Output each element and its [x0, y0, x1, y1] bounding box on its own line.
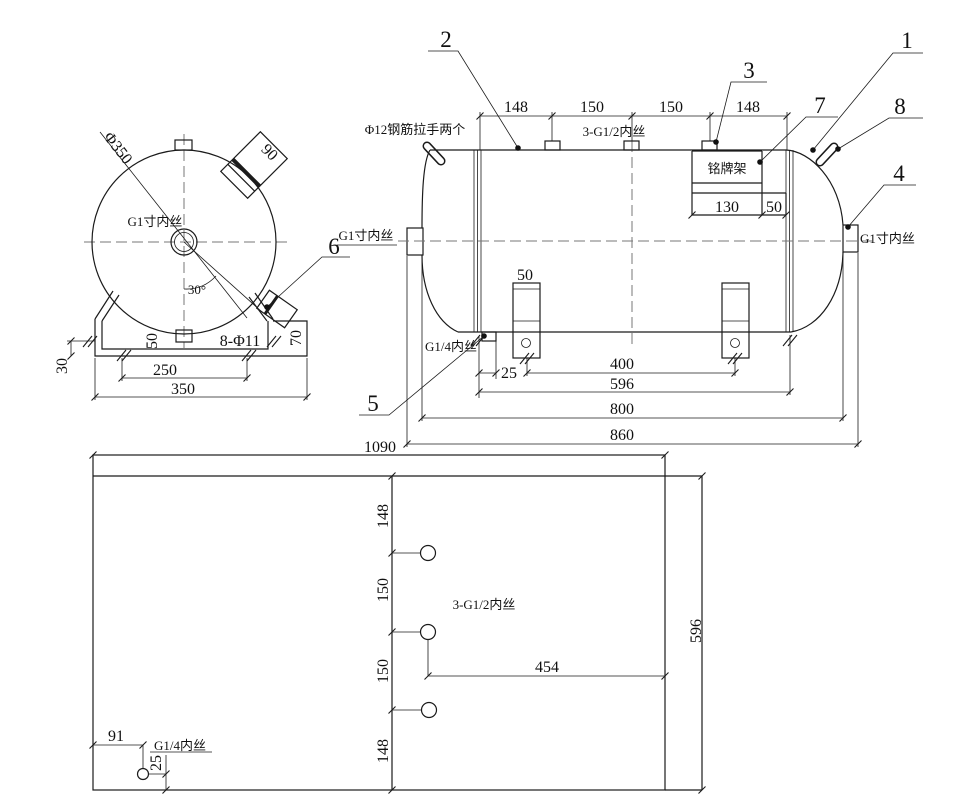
drain-label: G1/4内丝	[425, 339, 477, 354]
callout-5-number: 5	[367, 391, 379, 416]
spacing-dim-2: 150	[375, 578, 392, 602]
end-top-stub	[174, 139, 193, 151]
plan-drain-label: G1/4内丝	[154, 738, 206, 753]
right-end-port	[842, 224, 859, 253]
base-outer-dim: 350	[171, 381, 195, 398]
nameplate-holder: 铭牌架 130 50	[688, 150, 790, 219]
lifting-handles	[422, 141, 839, 167]
callout-4-number: 4	[893, 161, 905, 186]
top-dim-4: 148	[736, 99, 760, 116]
spacing-dim-3: 150	[375, 659, 392, 683]
plan-ports	[392, 544, 438, 719]
callout-7: 7	[757, 93, 838, 165]
stub-height-dim: 50	[144, 333, 161, 349]
left-port-callout-label: G1寸内丝	[337, 228, 397, 246]
nameplate-width-dim: 130	[715, 199, 739, 216]
drain-offset-dim: 25	[501, 365, 517, 382]
plan-height-dim: 596	[688, 619, 705, 643]
plan-454-dim: 454	[424, 640, 669, 680]
callout-6: 6	[264, 234, 350, 310]
diameter-dim: Φ350	[100, 129, 135, 168]
plan-spacing-dims: 148 150 150 148	[89, 451, 706, 794]
angle-dim: 30°	[188, 282, 206, 297]
leg-span-dim: 400	[610, 356, 634, 373]
handle-note: Φ12钢筋拉手两个	[365, 122, 466, 137]
end-base-dims: 30 250 350	[54, 337, 311, 401]
nameplate-label: 铭牌架	[707, 161, 746, 176]
drain-y-dim: 25	[148, 755, 165, 771]
callout-8-number: 8	[894, 94, 906, 119]
bolt-holes-label: 8-Φ11	[220, 333, 260, 350]
spacing-dim-4: 148	[375, 739, 392, 763]
end-30deg-nozzle	[255, 289, 299, 329]
support-legs	[512, 282, 750, 365]
nameplate-offset-dim: 50	[766, 199, 782, 216]
callout-4: 4	[845, 161, 916, 230]
plan-view: 1090 596 3-G1/2内丝 148 150 150 148 454	[89, 439, 706, 794]
base-inner-dim: 250	[153, 362, 177, 379]
callout-8: 8	[835, 94, 923, 152]
top-port-2	[623, 140, 640, 151]
callout-1-number: 1	[901, 28, 913, 53]
end-45deg-nozzle: 90	[219, 130, 289, 200]
top-dim-2: 150	[580, 99, 604, 116]
callout-2: 2	[428, 27, 521, 151]
callout-3: 3	[713, 58, 767, 145]
side-view: 148 150 150 148 3-G1/2内丝 Φ12钢筋拉手两个 铭牌架 1…	[337, 99, 915, 448]
callout-5: 5	[359, 333, 487, 416]
top-dim-1: 148	[504, 99, 528, 116]
spacing-dim-1: 148	[375, 504, 392, 528]
port-to-edge-dim: 454	[535, 659, 559, 676]
top-dim-3: 150	[659, 99, 683, 116]
callout-2-number: 2	[440, 27, 452, 52]
end-saddle-base	[82, 290, 308, 362]
leg-width-dim: 50	[517, 267, 533, 284]
right-port-label: G1寸内丝	[860, 231, 915, 246]
plan-ports-label: 3-G1/2内丝	[453, 597, 516, 612]
end-center-port-label: G1寸内丝	[128, 214, 183, 229]
left-port-label: G1寸内丝	[339, 228, 394, 243]
heads-length-dim: 800	[610, 401, 634, 418]
callout-3-number: 3	[743, 58, 755, 83]
drain-x-dim: 91	[108, 728, 124, 745]
top-port-1	[544, 140, 561, 151]
nozzle-length-dim: 90	[258, 141, 281, 164]
callouts: 1 2 3 4 5 6 7 8	[264, 27, 923, 416]
top-port-3	[701, 140, 718, 151]
callout-1: 1	[810, 28, 923, 153]
top-dim-chain: 148 150 150 148	[476, 99, 791, 150]
plan-width-dim: 1090	[364, 439, 396, 456]
bracket-height-dim: 70	[288, 330, 305, 346]
callout-7-number: 7	[814, 93, 826, 118]
overall-length-dim: 860	[610, 427, 634, 444]
shell-length-dim: 596	[610, 376, 634, 393]
plan-drain: 91 G1/4内丝 25	[89, 728, 212, 794]
callout-6-number: 6	[328, 234, 340, 259]
top-ports-note: 3-G1/2内丝	[583, 124, 646, 139]
end-view: 90 Φ350 G1寸内丝 30° 50 8-Φ11 70	[54, 129, 311, 401]
bottom-dims: 25 400 596 800 860	[403, 253, 862, 448]
base-height-dim: 30	[54, 358, 71, 374]
